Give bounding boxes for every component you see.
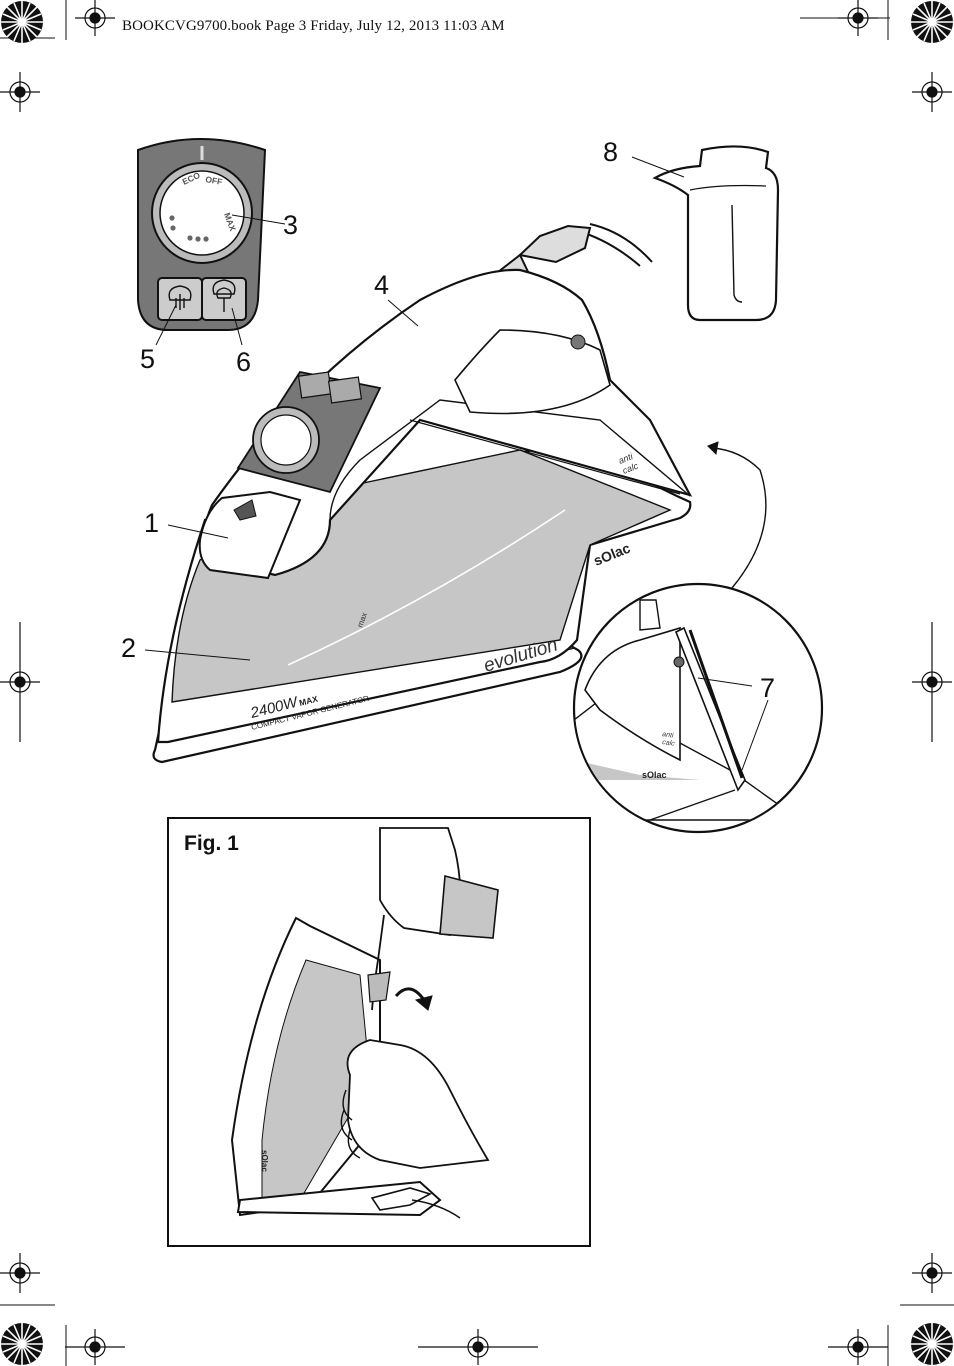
callout-1: 1 <box>144 508 160 538</box>
figure-label: Fig. 1 <box>184 832 239 855</box>
starburst-br <box>910 1322 954 1366</box>
callout-2: 2 <box>121 633 137 663</box>
callout-3: 3 <box>283 210 299 240</box>
callout-7: 7 <box>760 673 776 703</box>
iron-brand: sOlac <box>591 540 633 569</box>
starburst-bl <box>0 1322 44 1366</box>
control-panel-detail <box>137 138 286 346</box>
detail-brand: sOlac <box>642 770 667 780</box>
callout-5: 5 <box>140 344 156 374</box>
water-jug <box>631 145 780 322</box>
detail-anticalc-1: anti <box>662 731 675 740</box>
page-header: BOOKCVG9700.book Page 3 Friday, July 12,… <box>122 18 505 34</box>
detail-anticalc-2: calc <box>662 739 676 748</box>
iron-power-suffix: MAX <box>298 694 319 708</box>
callout-6: 6 <box>236 347 252 377</box>
starburst-tl <box>0 0 44 44</box>
detail-circle <box>572 582 824 834</box>
starburst-tr <box>910 0 954 44</box>
fig-brand: sOlac <box>260 1150 269 1172</box>
callout-4: 4 <box>374 270 390 300</box>
callout-8: 8 <box>603 137 619 167</box>
steam-iron <box>144 223 767 764</box>
figure-1-box <box>167 817 591 1247</box>
dial-label-off: OFF <box>205 174 223 187</box>
